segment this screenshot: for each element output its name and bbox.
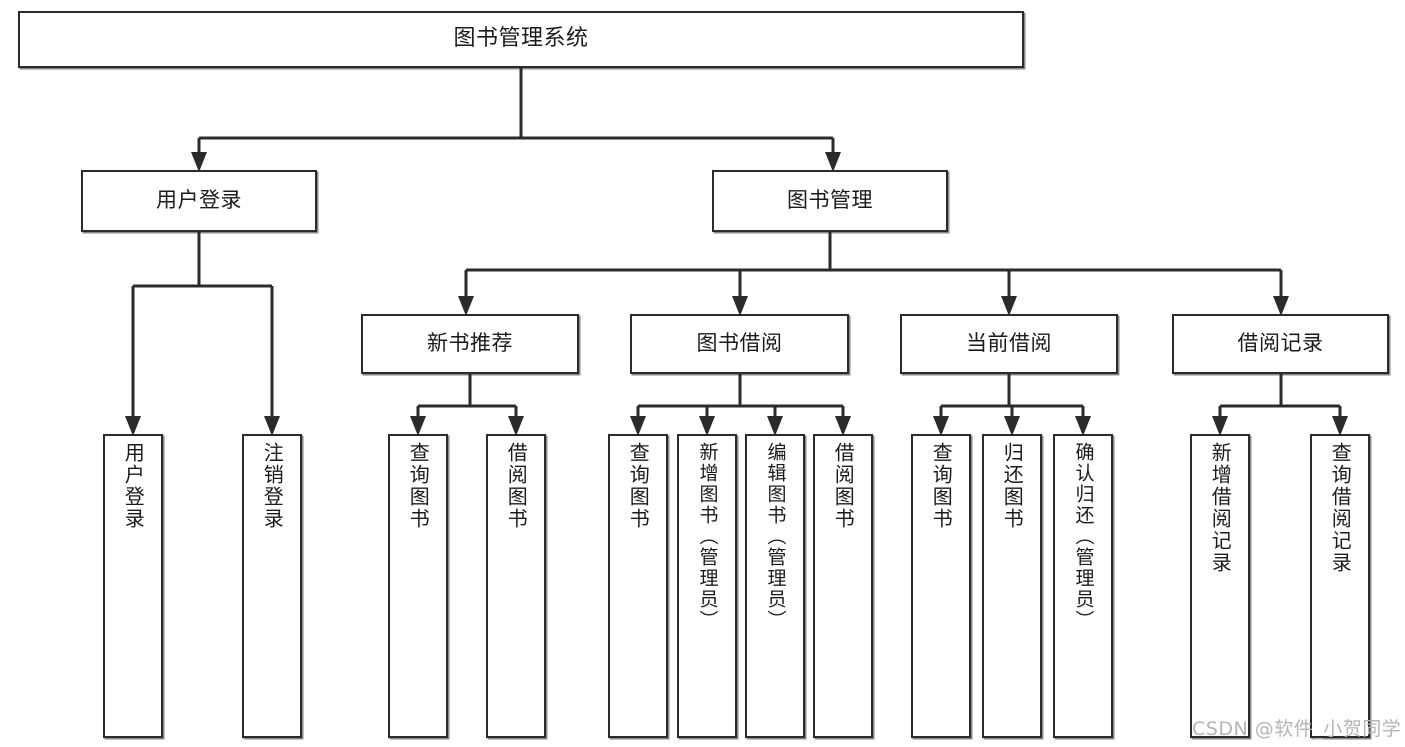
node-leaf-confirm-return[interactable]: 确认归还（管理员） xyxy=(1053,434,1113,738)
node-borrow-record-label: 借阅记录 xyxy=(1237,331,1324,356)
node-leaf-borrow-book-1[interactable]: 借阅图书 xyxy=(486,434,546,738)
node-leaf-user-login-label: 用户登录 xyxy=(121,442,146,530)
node-leaf-add-record[interactable]: 新增借阅记录 xyxy=(1190,434,1250,738)
node-leaf-borrow-book-1-label: 借阅图书 xyxy=(504,442,529,530)
node-book-manage[interactable]: 图书管理 xyxy=(712,170,948,232)
node-book-borrow[interactable]: 图书借阅 xyxy=(630,314,849,374)
node-leaf-user-login[interactable]: 用户登录 xyxy=(103,434,163,738)
node-user-login-label: 用户登录 xyxy=(156,188,242,213)
node-leaf-query-book-2[interactable]: 查询图书 xyxy=(608,434,668,738)
node-leaf-query-book-1-label: 查询图书 xyxy=(406,442,431,530)
node-current-borrow-label: 当前借阅 xyxy=(966,331,1052,356)
node-book-manage-label: 图书管理 xyxy=(787,188,873,213)
node-leaf-query-book-1[interactable]: 查询图书 xyxy=(388,434,448,738)
node-leaf-query-book-3[interactable]: 查询图书 xyxy=(911,434,971,738)
node-leaf-query-record[interactable]: 查询借阅记录 xyxy=(1310,434,1370,738)
node-leaf-user-logout[interactable]: 注销登录 xyxy=(242,434,302,738)
node-leaf-return-book-label: 归还图书 xyxy=(1000,442,1025,530)
node-leaf-query-book-3-label: 查询图书 xyxy=(929,442,954,530)
node-leaf-confirm-return-label: 确认归还（管理员） xyxy=(1072,442,1095,631)
node-borrow-record[interactable]: 借阅记录 xyxy=(1172,314,1389,374)
node-root-label: 图书管理系统 xyxy=(453,26,589,52)
node-leaf-edit-book-label: 编辑图书（管理员） xyxy=(764,442,787,631)
node-leaf-query-record-label: 查询借阅记录 xyxy=(1328,442,1353,574)
node-new-book-rec-label: 新书推荐 xyxy=(427,331,513,356)
node-leaf-add-record-label: 新增借阅记录 xyxy=(1208,442,1233,574)
node-current-borrow[interactable]: 当前借阅 xyxy=(900,314,1118,374)
node-leaf-query-book-2-label: 查询图书 xyxy=(626,442,651,530)
node-leaf-add-book-label: 新增图书（管理员） xyxy=(696,442,719,631)
watermark-text: CSDN @软件_小贺同学 xyxy=(1192,718,1402,740)
node-new-book-rec[interactable]: 新书推荐 xyxy=(361,314,579,374)
node-leaf-return-book[interactable]: 归还图书 xyxy=(982,434,1042,738)
node-book-borrow-label: 图书借阅 xyxy=(696,331,783,356)
node-leaf-user-logout-label: 注销登录 xyxy=(260,442,285,530)
node-leaf-borrow-book-2-label: 借阅图书 xyxy=(831,442,856,530)
node-leaf-borrow-book-2[interactable]: 借阅图书 xyxy=(813,434,873,738)
node-user-login[interactable]: 用户登录 xyxy=(81,170,317,232)
node-root[interactable]: 图书管理系统 xyxy=(18,11,1024,68)
node-leaf-add-book[interactable]: 新增图书（管理员） xyxy=(677,434,737,738)
node-leaf-edit-book[interactable]: 编辑图书（管理员） xyxy=(745,434,805,738)
